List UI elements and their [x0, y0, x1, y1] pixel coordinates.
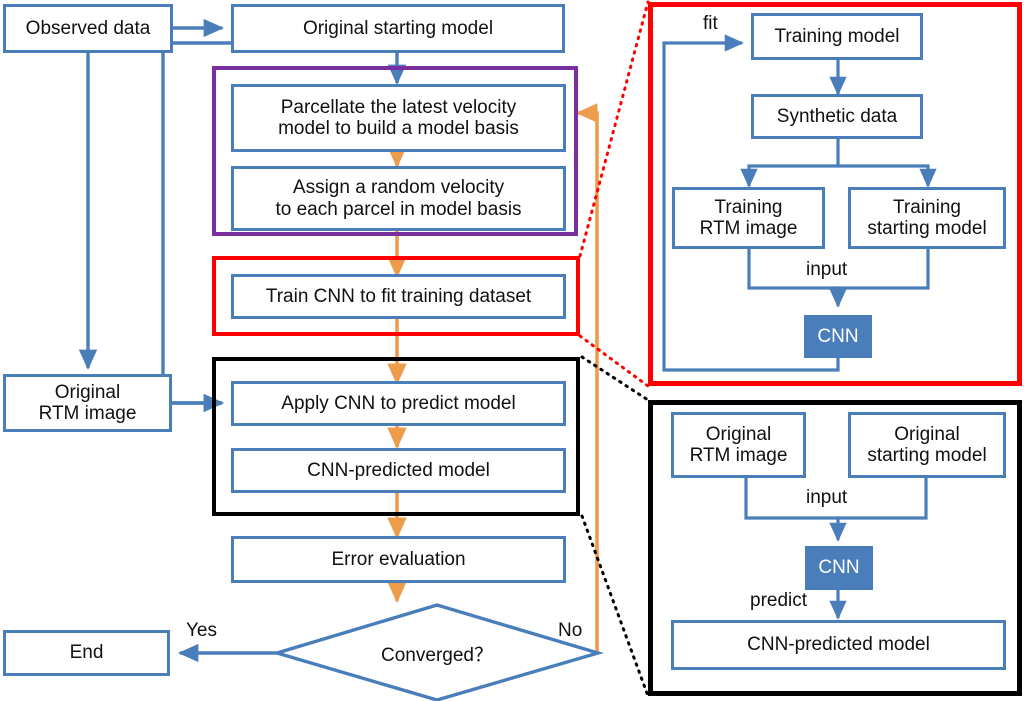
edge-label-fit: fit	[703, 13, 718, 34]
edge-label-no: No	[558, 620, 583, 641]
node-parcellate[interactable]: Parcellate the latest velocity model to …	[231, 84, 566, 152]
node-assign-velocity[interactable]: Assign a random velocity to each parcel …	[231, 166, 566, 231]
node-training-cnn[interactable]: CNN	[804, 315, 872, 358]
decision-converged-label: Converged？	[381, 645, 493, 666]
node-end[interactable]: End	[3, 630, 170, 676]
node-train-cnn[interactable]: Train CNN to fit training dataset	[231, 274, 566, 319]
node-original-rtm-image[interactable]: Original RTM image	[3, 374, 172, 432]
node-training-starting-model[interactable]: Training starting model	[848, 187, 1006, 249]
node-synthetic-data[interactable]: Synthetic data	[751, 94, 923, 139]
node-pred-original-rtm-image[interactable]: Original RTM image	[671, 412, 806, 478]
node-cnn-predicted-model[interactable]: CNN-predicted model	[231, 448, 566, 493]
node-original-starting-model[interactable]: Original starting model	[231, 4, 565, 53]
detail-panel-training-border	[648, 2, 1022, 386]
node-observed-data[interactable]: Observed data	[3, 4, 173, 53]
node-apply-cnn[interactable]: Apply CNN to predict model	[231, 381, 566, 426]
node-prediction-cnn[interactable]: CNN	[805, 546, 873, 590]
node-training-rtm-image[interactable]: Training RTM image	[672, 187, 825, 249]
node-error-evaluation[interactable]: Error evaluation	[231, 536, 566, 583]
edge-label-predict: predict	[750, 590, 808, 611]
edge-label-training-input: input	[806, 259, 848, 280]
node-pred-original-starting-model[interactable]: Original starting model	[848, 412, 1006, 478]
edge-label-prediction-input: input	[806, 487, 848, 508]
node-training-model[interactable]: Training model	[751, 13, 923, 60]
edge-label-yes: Yes	[186, 620, 217, 641]
detail-panel-prediction-border	[648, 400, 1022, 696]
node-pred-cnn-predicted-model[interactable]: CNN-predicted model	[671, 620, 1006, 670]
